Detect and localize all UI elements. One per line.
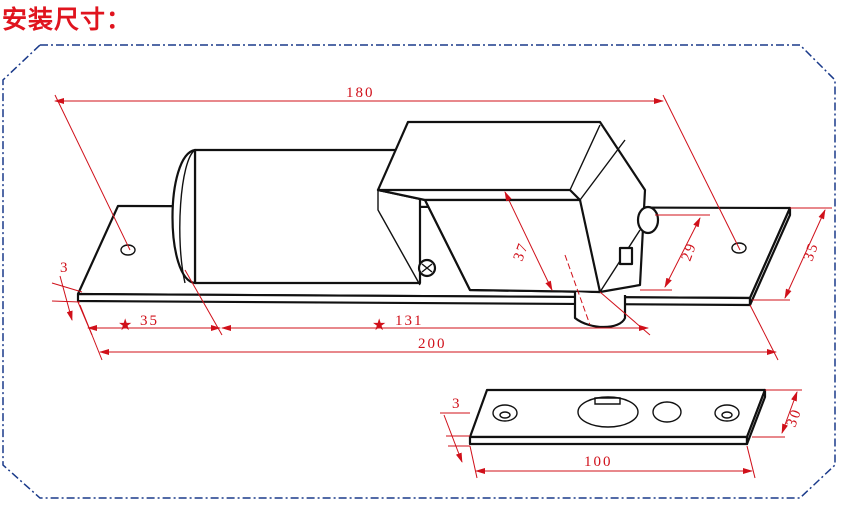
dim-plate-thickness: 3 [60,260,70,276]
lock-body-drawing [76,120,792,329]
strike-plate-drawing [468,388,767,446]
star-marker-131: ★ [372,315,386,334]
dim-35: 35 [140,313,159,329]
dim-37: 37 [511,240,533,263]
main-dimensions: 180 3 ★ 35 ★ 131 200 37 29 35 [51,85,832,361]
dim-strike-thickness: 3 [452,396,462,412]
page-title: 安装尺寸： [2,5,133,34]
dim-131: 131 [395,313,424,329]
strike-plate-dimensions: 3 100 30 [440,389,806,479]
dim-100: 100 [584,454,613,470]
star-marker-35: ★ [118,315,132,334]
dim-30: 30 [784,406,806,429]
dim-plate-width: 35 [801,240,823,263]
dim-200: 200 [418,336,447,352]
drawing-border [2,44,836,499]
dim-29: 29 [679,240,701,263]
dim-180: 180 [346,85,375,101]
